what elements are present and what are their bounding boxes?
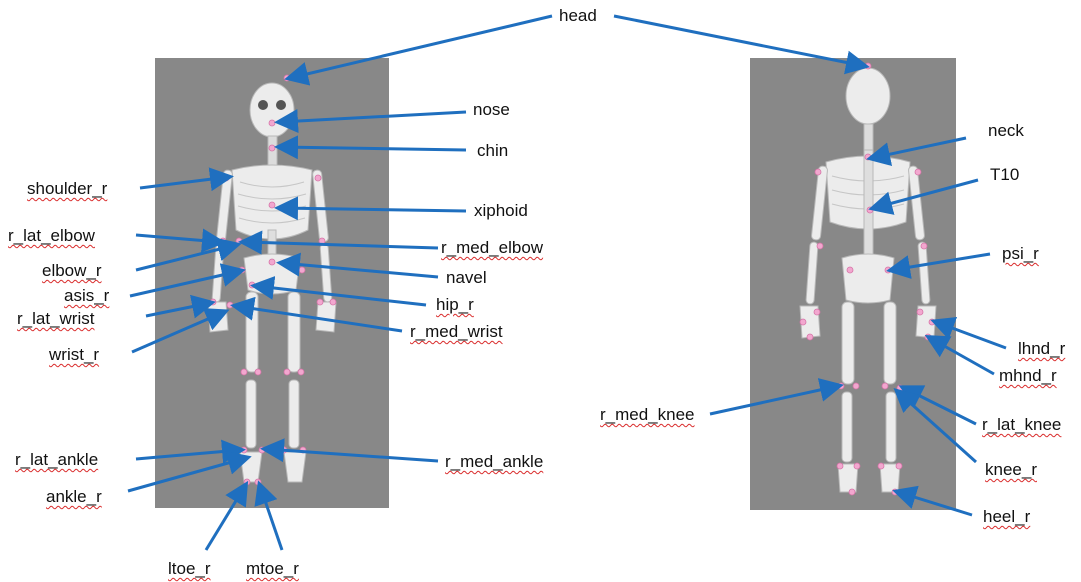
back-view	[750, 58, 956, 510]
pelvis-back	[842, 254, 894, 303]
label-shoulder-r: shoulder_r	[27, 180, 107, 197]
label-xiphoid: xiphoid	[474, 202, 528, 219]
label-hip-r: hip_r	[436, 296, 474, 313]
label-r-med-wrist: r_med_wrist	[410, 323, 503, 340]
label-r-med-elbow: r_med_elbow	[441, 239, 543, 256]
label-r-med-knee: r_med_knee	[600, 406, 695, 423]
label-r-lat-ankle: r_lat_ankle	[15, 451, 98, 468]
label-heel-r: heel_r	[983, 508, 1030, 525]
label-lhnd-r: lhnd_r	[1018, 340, 1065, 357]
label-asis-r: asis_r	[64, 287, 109, 304]
label-mtoe-r: mtoe_r	[246, 560, 299, 577]
femur-l	[288, 292, 300, 372]
label-navel: navel	[446, 269, 487, 286]
label-chin: chin	[477, 142, 508, 159]
label-r-med-ankle: r_med_ankle	[445, 453, 543, 470]
label-r-lat-knee: r_lat_knee	[982, 416, 1061, 433]
label-ltoe-r: ltoe_r	[168, 560, 211, 577]
label-head: head	[559, 7, 597, 24]
tibia-r	[246, 380, 256, 448]
skull	[250, 83, 294, 137]
spine	[864, 150, 873, 260]
foot-l	[284, 452, 306, 482]
label-wrist-r: wrist_r	[49, 346, 99, 363]
arrow-head-back	[614, 16, 864, 66]
label-t10: T10	[990, 166, 1019, 183]
arrow-head-front	[290, 16, 552, 78]
label-elbow-r: elbow_r	[42, 262, 102, 279]
foot-r	[240, 452, 262, 482]
label-r-lat-elbow: r_lat_elbow	[8, 227, 95, 244]
label-knee-r: knee_r	[985, 461, 1037, 478]
label-r-lat-wrist: r_lat_wrist	[17, 310, 94, 327]
label-psi-r: psi_r	[1002, 245, 1039, 262]
label-ankle-r: ankle_r	[46, 488, 102, 505]
femur-r	[246, 292, 258, 372]
label-mhnd-r: mhnd_r	[999, 367, 1057, 384]
label-neck: neck	[988, 122, 1024, 139]
label-nose: nose	[473, 101, 510, 118]
skull-back	[846, 68, 890, 124]
tibia-l	[289, 380, 299, 448]
